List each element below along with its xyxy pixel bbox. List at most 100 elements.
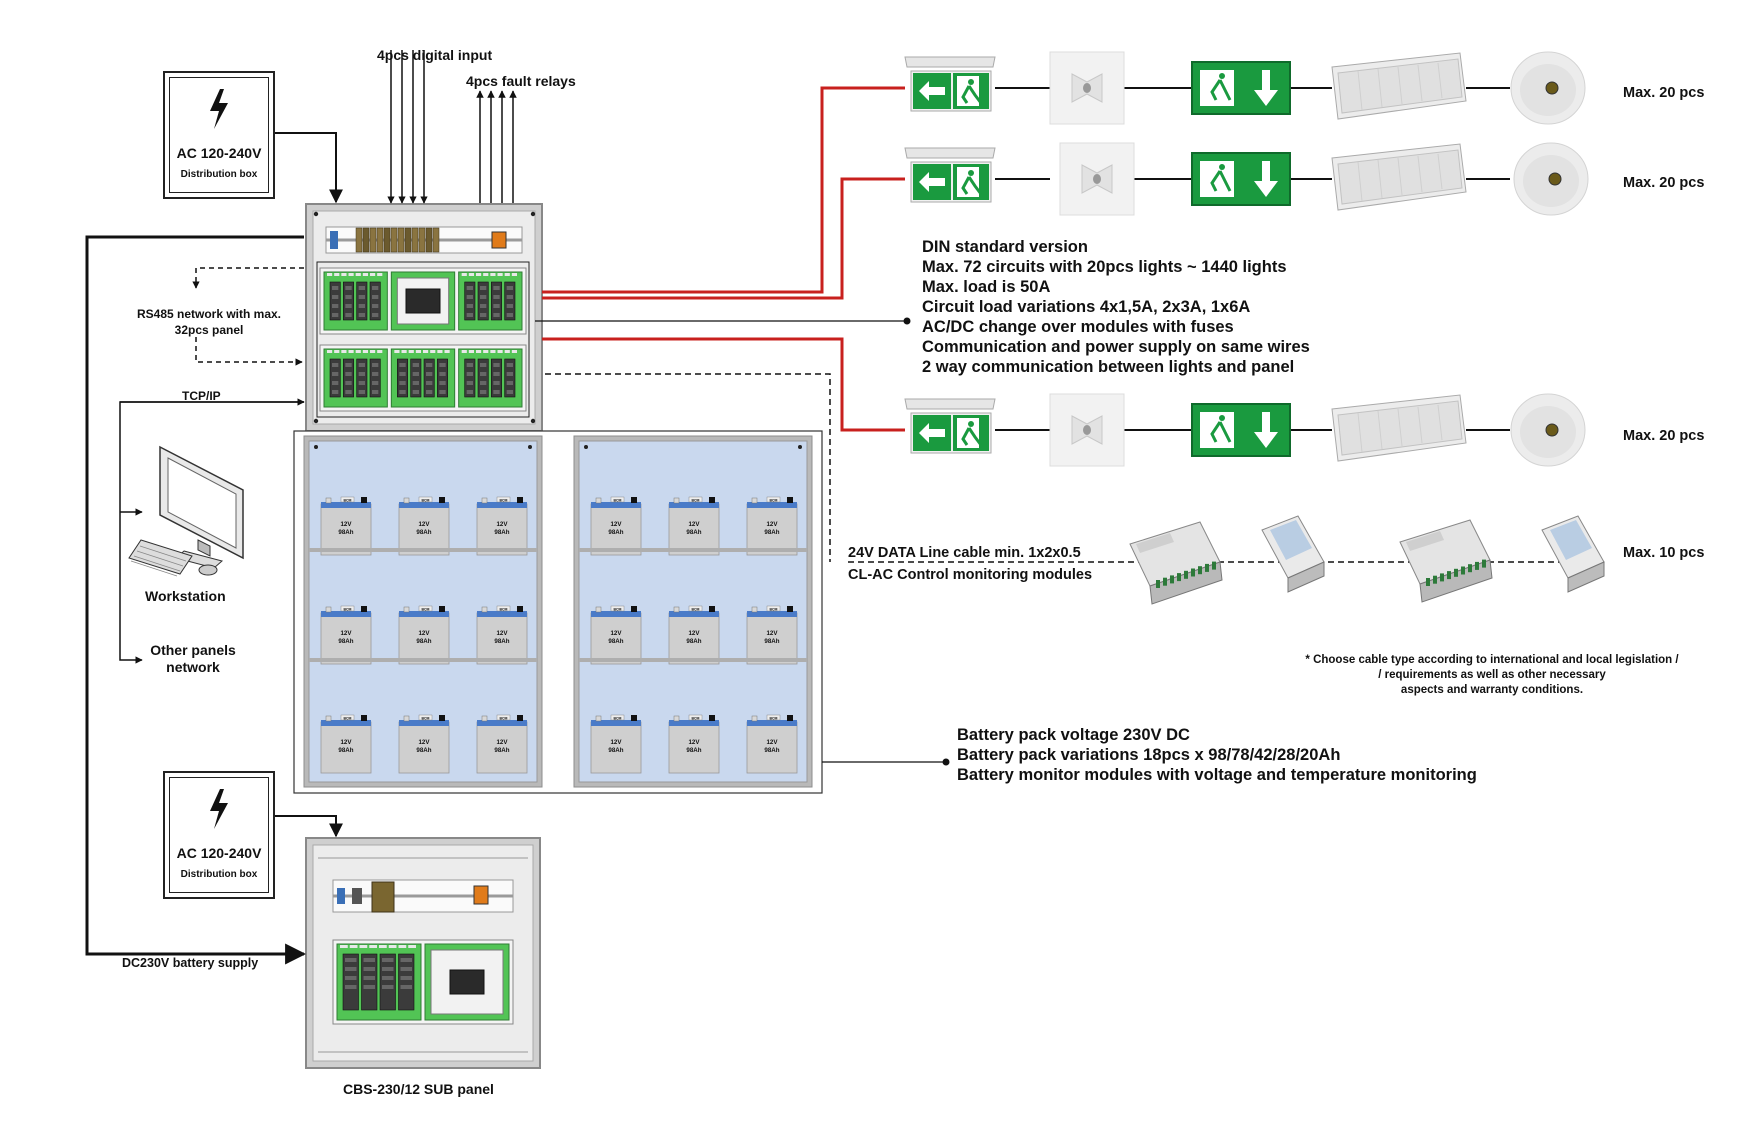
battery-label (340, 605, 355, 612)
battery-brand: BCM (500, 607, 508, 611)
battery-terminal (787, 497, 793, 503)
other-panels-line: network (166, 659, 220, 675)
diffuser-rib (1397, 408, 1403, 447)
diffuser-rib (1357, 412, 1363, 453)
battery-terminal (751, 497, 758, 504)
circuit-relay-module (323, 271, 388, 331)
battery-terminal (595, 606, 602, 613)
distribution-box-main: AC 120-240V Distribution box (163, 71, 275, 199)
battery-label (418, 605, 433, 612)
exit-sign-wall (1191, 403, 1291, 457)
bulkhead-luminaire (1331, 52, 1467, 120)
terminal-block (1163, 577, 1167, 586)
distribution-box-name: Distribution box (180, 169, 258, 180)
circuit-relay-module (323, 348, 388, 408)
exit-sign-hanging (904, 56, 996, 112)
diffuser-rib (1417, 406, 1423, 444)
battery-capacity: 98Ah (764, 529, 779, 536)
ac-supply-wire (272, 132, 343, 204)
running-man-icon (1200, 412, 1234, 448)
terminal-block (1191, 568, 1195, 577)
rs485-line: 32pcs panel (174, 323, 244, 337)
sub-panel-label: CBS-230/12 SUB panel (343, 1081, 494, 1097)
battery-brand: BCM (770, 498, 778, 502)
clac-module-row (848, 515, 1605, 605)
clac-control-module (1129, 521, 1223, 605)
battery-capacity: 98Ah (338, 638, 353, 645)
battery-capacity: 98Ah (608, 638, 623, 645)
battery-terminal (595, 715, 602, 722)
rack-shelf (579, 658, 807, 662)
battery-voltage: 12V (418, 630, 430, 637)
terminal-block (1205, 563, 1209, 572)
battery-label (340, 496, 355, 503)
terminal-block (1184, 570, 1188, 579)
battery-terminal (787, 715, 793, 721)
battery-label (418, 714, 433, 721)
arrow-down-icon (1254, 412, 1278, 448)
din-info-line: 2 way communication between lights and p… (922, 358, 1295, 376)
battery-brand: BCM (692, 607, 700, 611)
circuit-wire-2 (542, 177, 905, 300)
battery-terminal (673, 497, 680, 504)
cable-note-line: * Choose cable type according to interna… (1305, 654, 1679, 666)
screw-dot (798, 445, 802, 449)
rack-shelf (579, 548, 807, 552)
circuit-relay-module (458, 348, 523, 408)
keyboard-keys (139, 545, 187, 562)
data-line-wire (545, 373, 831, 562)
diffuser-rib (1377, 68, 1383, 108)
rs485-wire (192, 267, 304, 289)
battery-label (688, 605, 703, 612)
clac-control-module (1399, 519, 1493, 603)
leader-dot (903, 317, 911, 325)
battery-voltage: 12V (766, 630, 778, 637)
battery-brand: BCM (692, 498, 700, 502)
circuit-relay-module (390, 348, 456, 408)
battery-capacity: 98Ah (416, 638, 431, 645)
battery-label (610, 496, 625, 503)
screw-dot (314, 445, 318, 449)
exit-sign-hanging (904, 398, 996, 454)
battery-terminal (517, 606, 523, 612)
cable-note-line: / requirements as well as other necessar… (1378, 669, 1606, 681)
battery-terminal (403, 715, 410, 722)
battery-terminal (709, 715, 715, 721)
battery-voltage: 12V (418, 521, 430, 528)
battery-voltage: 12V (340, 521, 352, 528)
terminal-rail (332, 879, 514, 913)
battery-label (688, 496, 703, 503)
battery-terminal (631, 715, 637, 721)
diffuser-rib (1417, 64, 1423, 102)
battery-terminal (439, 497, 445, 503)
workstation-label: Workstation (145, 588, 226, 604)
battery-terminal (709, 606, 715, 612)
terminal-block (1461, 566, 1465, 575)
battery-voltage: 12V (610, 739, 622, 746)
ac-supply-wire (272, 815, 343, 838)
main-control-panel (305, 203, 543, 432)
exit-sign-hanging (904, 147, 996, 203)
battery-cabinet: BCM12V98AhBCM12V98AhBCM12V98AhBCM12V98Ah… (293, 430, 823, 794)
battery-label (610, 714, 625, 721)
battery-label (766, 605, 781, 612)
tcpip-label: TCP/IP (182, 389, 221, 403)
battery-terminal (631, 606, 637, 612)
battery-terminal (631, 497, 637, 503)
battery-capacity: 98Ah (338, 529, 353, 536)
battery-voltage: 12V (340, 739, 352, 746)
terminal-block (1156, 580, 1160, 588)
battery-brand: BCM (614, 607, 622, 611)
diffuser-rib (1357, 70, 1363, 111)
battery-voltage: 12V (688, 521, 700, 528)
dc-supply-label: DC230V battery supply (122, 956, 259, 970)
battery-terminal (517, 497, 523, 503)
battery-capacity: 98Ah (494, 747, 509, 754)
terminal-block (1482, 559, 1486, 568)
